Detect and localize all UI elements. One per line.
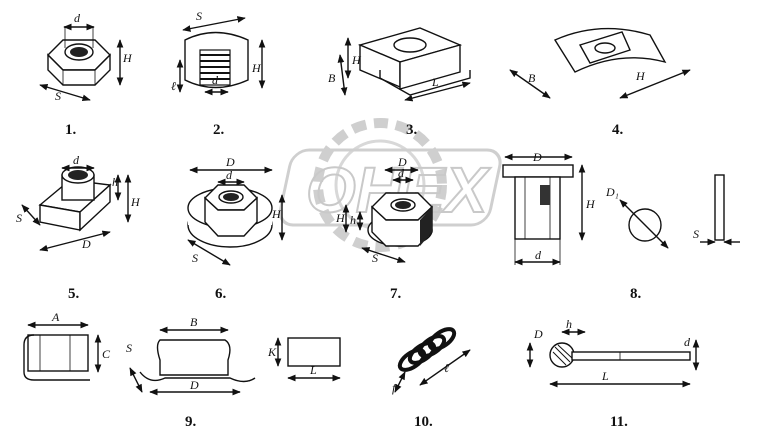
fig8-dim-H: H (585, 197, 596, 211)
figure-2-sectioned-nut: S d H ℓ 2. (171, 9, 266, 138)
fig9-dim-D: D (189, 378, 199, 392)
figure-11-number: 11. (610, 414, 628, 430)
figure-3-number: 3. (406, 122, 418, 138)
fig8-dim-D: D (532, 150, 542, 164)
figure-6-number: 6. (215, 286, 227, 302)
fig8-dim-d: d (535, 248, 542, 262)
fig7-dim-h: h (350, 213, 356, 227)
fig3-dim-L: L (431, 75, 439, 89)
fig7-dim-D: D (397, 155, 407, 169)
fig1-dim-d: d (74, 11, 81, 25)
figure-10-number: 10. (414, 414, 433, 430)
fig11-dim-L: L (601, 369, 609, 383)
fig7-dim-d: d (398, 166, 405, 180)
fig2-dim-H: H (251, 61, 262, 75)
fig5-dim-D: D (81, 237, 91, 251)
figure-4-spring-clip: B H 4. (509, 27, 691, 138)
fig3-dim-B: B (328, 71, 336, 85)
figure-7-hex-nut: D d H h S 7. (335, 155, 434, 302)
fig9-dim-A: A (51, 310, 60, 324)
fig6-dim-d: d (226, 168, 233, 182)
fig2-dim-S: S (196, 9, 202, 23)
fig5-dim-d: d (73, 153, 80, 167)
fig2-dim-l: ℓ (171, 79, 176, 93)
figure-5-number: 5. (68, 286, 80, 302)
fig6-dim-D: D (225, 155, 235, 169)
fig10-dim-l: ℓ (444, 361, 449, 375)
fig6-dim-S: S (192, 251, 198, 265)
figure-1-hex-nut: d H S 1. (39, 11, 133, 138)
figure-2-number: 2. (213, 122, 225, 138)
fig8-dim-D1: D₁ (605, 185, 619, 199)
fig4-dim-B: B (528, 71, 536, 85)
fig1-dim-H: H (122, 51, 133, 65)
fig9-dim-C: C (102, 347, 111, 361)
fig10-dim-f: f (392, 381, 397, 395)
figure-5-square-nut: d h H S D 5. (16, 153, 141, 302)
fig8-dim-S: S (693, 227, 699, 241)
figure-3-cage-nut: H B L 3. (328, 27, 471, 138)
figure-9-clip-nut: A C B S D K L 9. (23, 310, 341, 430)
fig9-dim-S: S (126, 341, 132, 355)
figure-1-number: 1. (65, 122, 77, 138)
fig6-dim-H: H (271, 207, 282, 221)
fig11-dim-h: h (566, 317, 572, 331)
figure-8-rivet-nut-washer: D H d D₁ S 8. (502, 150, 740, 302)
fig7-dim-S: S (372, 251, 378, 265)
figure-7-number: 7. (390, 286, 402, 302)
fig9-dim-K: K (267, 345, 277, 359)
fig11-dim-D: D (533, 327, 543, 341)
fig7-dim-H: H (335, 211, 346, 225)
figure-4-number: 4. (612, 122, 624, 138)
figure-9-number: 9. (185, 414, 197, 430)
fig5-dim-h: h (112, 175, 118, 189)
fig1-dim-S: S (55, 89, 61, 103)
fig5-dim-S: S (16, 211, 22, 225)
fig4-dim-H: H (635, 69, 646, 83)
fig11-dim-d: d (684, 335, 691, 349)
fig3-dim-H: H (351, 53, 362, 67)
fig9-dim-B: B (190, 315, 198, 329)
fig2-dim-d: d (212, 73, 219, 87)
figure-6-flange-nut: D d H S 6. (187, 155, 286, 302)
figure-8-number: 8. (630, 286, 642, 302)
figure-11-pin: D h d L 11. (526, 317, 700, 430)
fig5-dim-H: H (130, 195, 141, 209)
fig9-dim-L: L (309, 363, 317, 377)
figure-10-coil-insert: ℓ f 10. (392, 327, 471, 430)
